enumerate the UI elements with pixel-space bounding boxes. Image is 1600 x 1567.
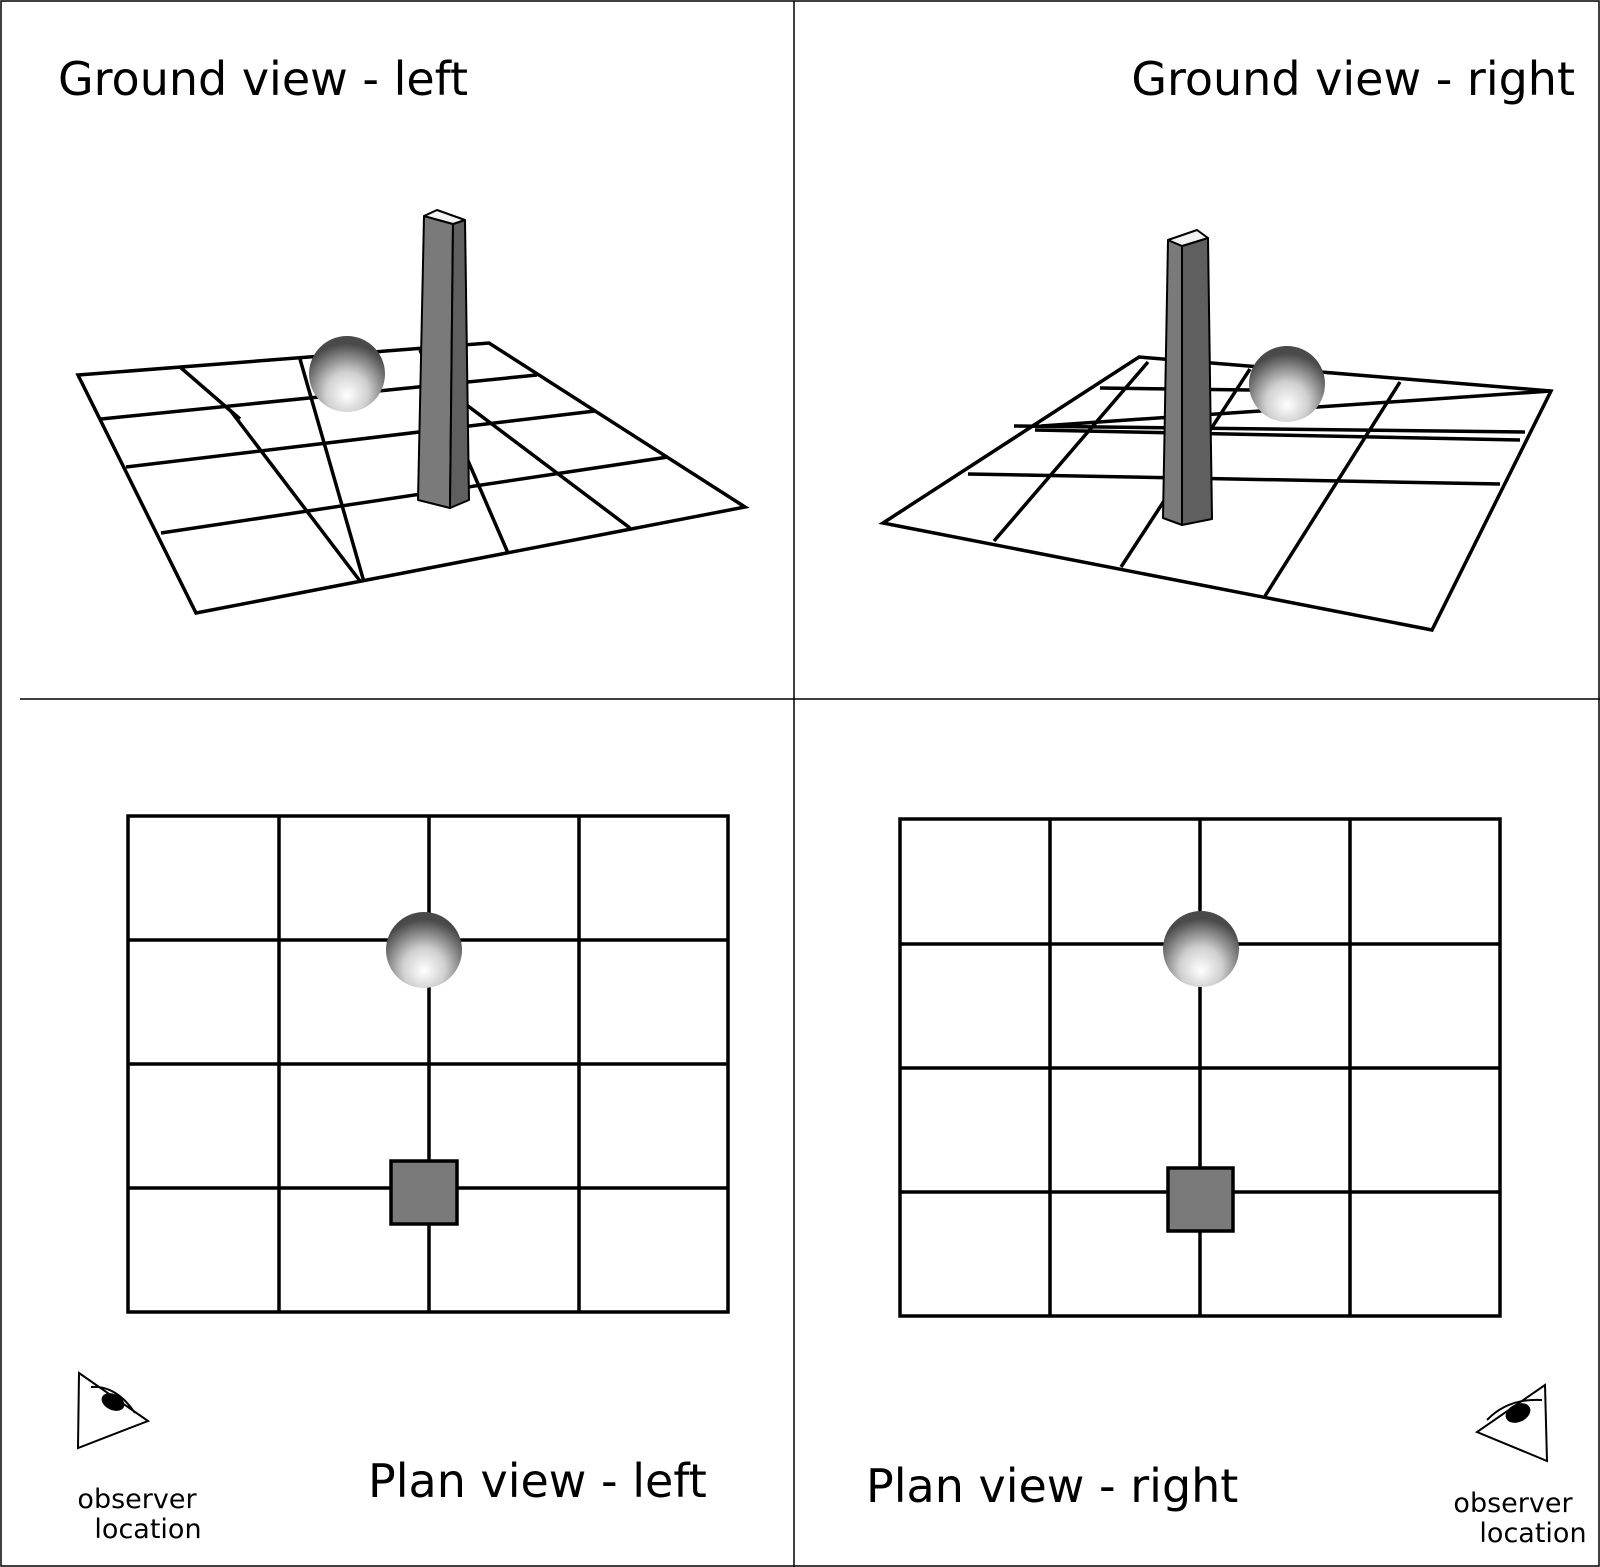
ground-pillar-left <box>417 209 470 509</box>
ground-grid-right <box>878 355 1554 632</box>
plan-view-left-title: Plan view - left <box>368 1454 707 1508</box>
observer-label-right-line2: location <box>1479 1518 1586 1549</box>
ground-sphere-left <box>309 336 385 412</box>
plan-sphere-right <box>1163 911 1239 987</box>
observer-label-right-line1: observer <box>1453 1488 1573 1519</box>
observer-label-left-line1: observer <box>77 1484 197 1515</box>
plan-grid-left <box>126 814 730 1314</box>
ground-view-right-panel: Ground view - right <box>878 52 1575 632</box>
ground-view-left-title: Ground view - left <box>58 52 468 106</box>
eye-icon <box>1474 1383 1549 1463</box>
ground-pillar-right <box>1162 229 1213 526</box>
plan-grid-right <box>898 817 1502 1318</box>
ground-grid-left <box>75 341 750 615</box>
eye-icon <box>76 1371 151 1450</box>
plan-sphere-left <box>386 912 462 988</box>
ground-view-right-title: Ground view - right <box>1131 52 1575 106</box>
plan-pillar-right <box>1166 1166 1235 1233</box>
plan-view-right-panel: observer location Plan view - right <box>866 817 1587 1549</box>
ground-view-left-panel: Ground view - left <box>58 52 750 615</box>
ground-sphere-right <box>1249 346 1325 422</box>
plan-pillar-left <box>389 1159 459 1226</box>
observer-label-left-line2: location <box>94 1514 201 1545</box>
plan-view-right-title: Plan view - right <box>866 1459 1238 1513</box>
plan-view-left-panel: observer location Plan view - left <box>76 814 730 1545</box>
